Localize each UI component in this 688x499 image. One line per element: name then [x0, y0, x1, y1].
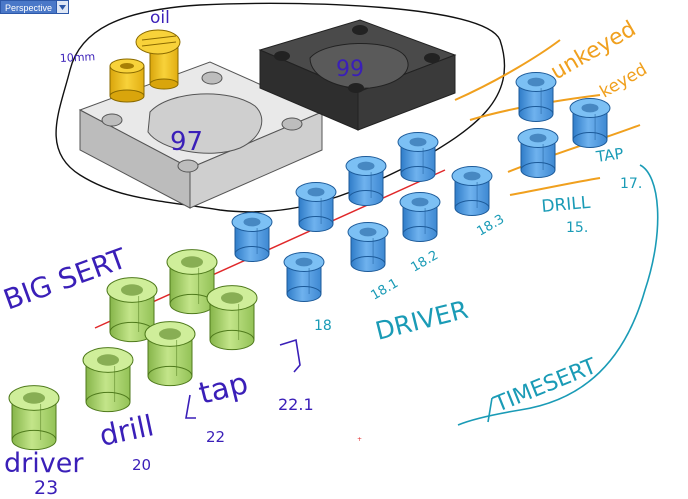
green-insert — [106, 277, 158, 343]
label-97: 97 — [170, 127, 203, 157]
label-drill-bottom: drill — [96, 408, 156, 453]
label-22-1: 22.1 — [278, 395, 314, 414]
viewport-tab[interactable]: Perspective — [0, 0, 70, 14]
blue-insert — [295, 181, 337, 232]
label-20: 20 — [132, 456, 151, 474]
label-keyed: keyed — [597, 60, 651, 103]
label-tap-top-num: 17. — [620, 176, 642, 192]
chevron-down-icon[interactable] — [57, 0, 70, 14]
tap-bracket — [185, 338, 301, 419]
blue-insert — [283, 251, 325, 302]
timesert-bracket-2 — [487, 397, 493, 423]
blue-insert — [399, 191, 441, 242]
blue-insert — [231, 211, 273, 262]
timesert-bracket — [457, 164, 659, 426]
blue-insert — [569, 97, 611, 148]
label-driver-bottom: driver — [4, 448, 84, 479]
dark-plate-99 — [258, 19, 457, 131]
green-insert — [144, 321, 196, 387]
label-23: 23 — [34, 477, 58, 499]
label-tap-top: TAP — [594, 144, 625, 166]
blue-insert — [347, 221, 389, 272]
yellow-insert-10mm — [109, 58, 145, 103]
label-18-3: 18.3 — [475, 212, 508, 239]
blue-insert — [517, 127, 559, 178]
label-99: 99 — [336, 57, 364, 82]
blue-insert — [515, 71, 557, 122]
green-inserts — [8, 249, 258, 451]
label-18: 18 — [314, 318, 332, 334]
label-22: 22 — [206, 428, 225, 446]
tiny-mark: + — [357, 436, 362, 443]
label-oil: oil — [150, 8, 170, 28]
label-10mm: 10mm — [59, 50, 95, 65]
blue-insert — [451, 165, 493, 216]
label-drill-top-num: 15. — [566, 220, 588, 236]
enclosing-loop — [55, 2, 506, 213]
orange-line-4 — [509, 177, 601, 196]
label-18-2: 18.2 — [409, 248, 442, 275]
blue-insert — [397, 131, 439, 182]
yellow-oil-plug — [135, 29, 181, 90]
green-insert — [206, 285, 258, 351]
orange-line-1 — [454, 39, 561, 101]
label-tap-bottom: tap — [195, 366, 251, 412]
green-insert — [8, 385, 60, 451]
label-driver-mid: DRIVER — [372, 295, 470, 346]
blue-inserts — [231, 71, 611, 302]
green-insert — [82, 347, 134, 413]
viewport-tab-label[interactable]: Perspective — [0, 0, 58, 14]
label-drill-top: DRILL — [541, 193, 592, 217]
blue-insert — [345, 155, 387, 206]
label-18-1: 18.1 — [369, 276, 402, 303]
